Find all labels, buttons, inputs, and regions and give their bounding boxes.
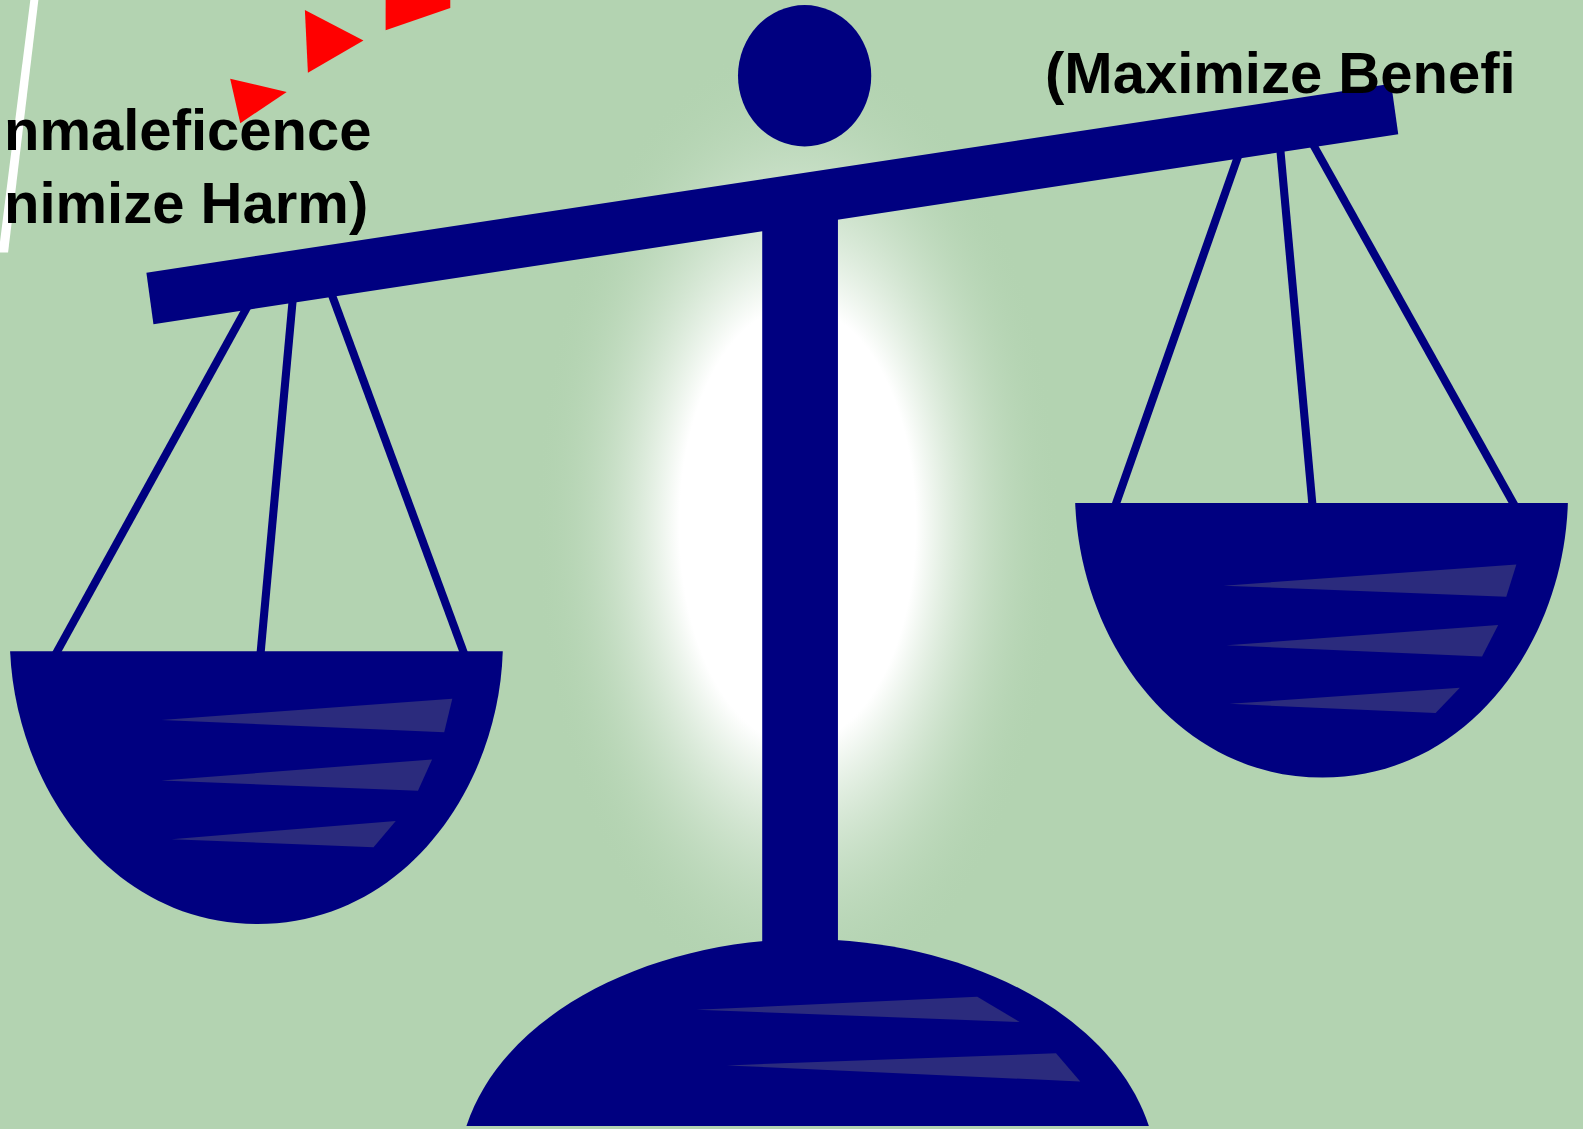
scale-base	[466, 939, 1148, 1126]
shine-stripes	[162, 565, 1517, 1082]
scale-knob	[738, 5, 871, 146]
principle-label: nimize Harm)	[4, 174, 368, 232]
right-pan	[1075, 503, 1568, 778]
red-pointer	[386, 0, 451, 30]
left-pan	[10, 651, 503, 924]
scale-post	[762, 217, 838, 944]
principle-label: nmaleficence	[4, 101, 372, 159]
red-pointer	[305, 10, 364, 73]
principle-label: (Maximize Benefi	[1045, 44, 1516, 102]
